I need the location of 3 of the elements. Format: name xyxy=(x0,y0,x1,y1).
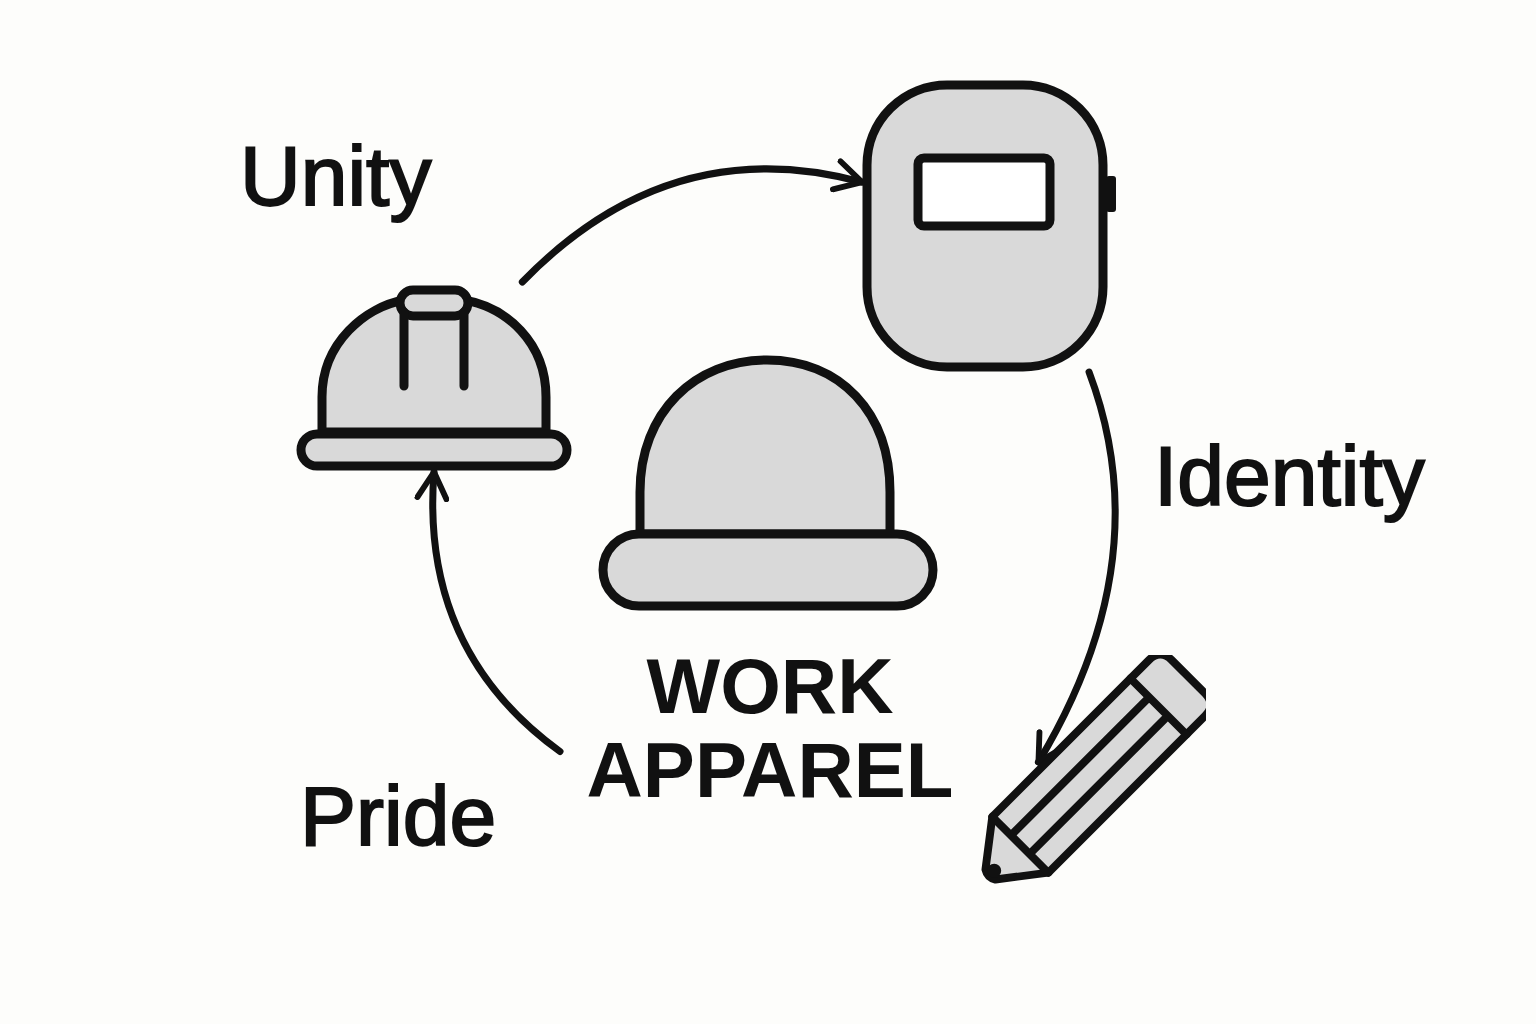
node-label: WORK APPAREL xyxy=(585,644,955,813)
arrow xyxy=(415,468,564,755)
arrow xyxy=(1034,368,1119,766)
